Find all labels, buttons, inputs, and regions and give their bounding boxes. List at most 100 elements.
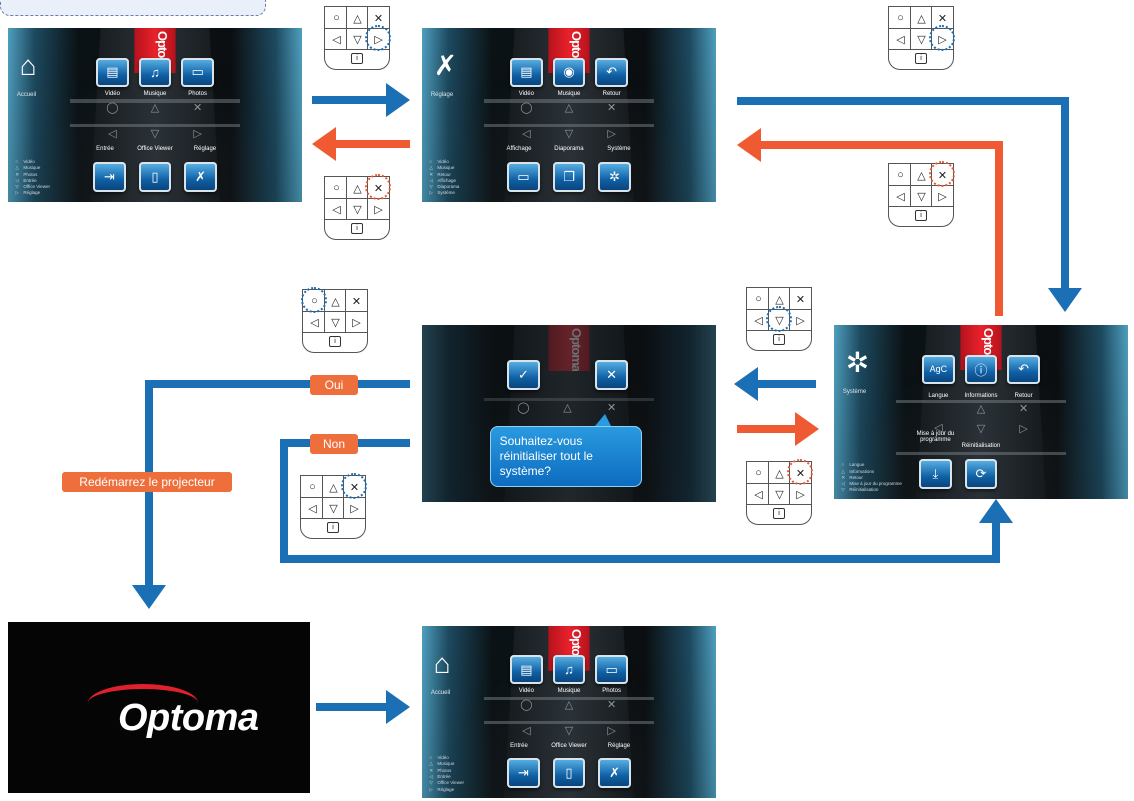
down-glyph: ▽	[564, 128, 574, 141]
music-tile[interactable]: ♫	[138, 57, 172, 88]
photos-tile[interactable]: ▭	[181, 57, 214, 88]
update-tile[interactable]: ⤓	[919, 458, 952, 489]
right-key[interactable]: ▷	[374, 203, 383, 216]
triangle-glyph: △	[564, 102, 574, 115]
circle-glyph: ◯	[520, 699, 533, 712]
office-tile[interactable]: ▯	[138, 161, 172, 192]
tile-label-slideshow: Diaporama	[554, 146, 584, 153]
reset-dialog-screen: Optoma ✓ ✕ ◯ △ ✕ Souhaitez-vous réinitia…	[422, 325, 716, 502]
system-tile[interactable]: ✲	[598, 161, 631, 192]
forward-arrow-shaft	[1061, 97, 1069, 289]
settings-tile[interactable]: ✗	[184, 161, 217, 192]
triangle-key[interactable]: △	[917, 12, 926, 25]
info-key[interactable]: i	[915, 53, 927, 64]
home-screen: Optoma ⌂ Accueil ▤ ♫ ▭ Vidéo Musique Pho…	[8, 28, 302, 202]
circle-key[interactable]: ○	[897, 169, 904, 181]
circle-key[interactable]: ○	[755, 293, 762, 305]
brand-strip: Optoma	[548, 325, 590, 372]
triangle-key[interactable]: △	[775, 467, 784, 480]
right-key[interactable]: ▷	[796, 314, 805, 327]
down-key[interactable]: ▽	[917, 33, 926, 46]
left-key[interactable]: ◁	[896, 33, 905, 46]
left-key[interactable]: ◁	[332, 203, 341, 216]
mode-label: Système	[842, 389, 867, 396]
right-key[interactable]: ▷	[352, 316, 361, 329]
down-key[interactable]: ▽	[329, 502, 338, 515]
triangle-key[interactable]: △	[353, 182, 362, 195]
info-key[interactable]: i	[327, 522, 339, 533]
right-key[interactable]: ▷	[350, 502, 359, 515]
left-key[interactable]: ◁	[308, 502, 317, 515]
office-tile[interactable]: ▯	[552, 758, 586, 788]
settings-tile[interactable]: ✗	[598, 758, 631, 788]
info-key[interactable]: i	[915, 210, 927, 221]
photos-tile[interactable]: ▭	[595, 655, 628, 685]
gears-icon: ✲	[845, 347, 870, 379]
right-key[interactable]: ▷	[796, 488, 805, 501]
tile-label-music: Musique	[143, 90, 167, 97]
triangle-key[interactable]: △	[331, 295, 340, 308]
circle-key[interactable]: ○	[333, 12, 340, 24]
info-key[interactable]: i	[773, 334, 785, 345]
back-tile[interactable]: ↶	[1007, 354, 1040, 385]
down-key[interactable]: ▽	[353, 33, 362, 46]
cancel-tile[interactable]: ✕	[595, 360, 628, 391]
home-screen-after-restart: Optoma ⌂ Accueil ▤ ♫ ▭ Vidéo Musique Pho…	[422, 626, 716, 798]
info-key[interactable]: i	[351, 223, 363, 234]
down-key[interactable]: ▽	[775, 488, 784, 501]
left-key[interactable]: ◁	[896, 190, 905, 203]
info-key[interactable]: i	[351, 53, 363, 64]
input-tile[interactable]: ⇥	[507, 758, 540, 788]
triangle-glyph: △	[976, 402, 986, 415]
circle-key[interactable]: ○	[333, 182, 340, 194]
tile-label-settings: Réglage	[607, 742, 631, 749]
speaker-icon: ◉	[563, 64, 575, 80]
reset-tile[interactable]: ⟳	[964, 458, 998, 489]
left-key[interactable]: ◁	[332, 33, 341, 46]
yes-label: Oui	[310, 375, 358, 395]
left-key[interactable]: ◁	[754, 314, 763, 327]
triangle-key[interactable]: △	[917, 169, 926, 182]
triangle-key[interactable]: △	[353, 12, 362, 25]
circle-key[interactable]: ○	[309, 481, 316, 493]
info-key[interactable]: i	[329, 336, 341, 347]
information-tile[interactable]: ⓘ	[964, 354, 998, 385]
circle-key[interactable]: ○	[755, 467, 762, 479]
forward-arrow-head	[386, 83, 410, 117]
down-key[interactable]: ▽	[353, 203, 362, 216]
triangle-key[interactable]: △	[329, 481, 338, 494]
info-key[interactable]: i	[773, 508, 785, 519]
cross-key[interactable]: ✕	[351, 295, 362, 308]
video-tile[interactable]: ▤	[510, 57, 543, 88]
triangle-key[interactable]: △	[775, 293, 784, 306]
video-tile[interactable]: ▤	[510, 655, 543, 685]
yes-path-arrow-head	[132, 585, 166, 609]
settings-screen: Optoma ✗ Réglage ▤ ◉ ↶ Vidéo Musique Ret…	[422, 28, 716, 202]
circle-key[interactable]: ○	[897, 12, 904, 24]
left-key[interactable]: ◁	[310, 316, 319, 329]
cross-key[interactable]: ✕	[937, 12, 948, 25]
back-tile[interactable]: ↶	[595, 57, 628, 88]
down-key[interactable]: ▽	[331, 316, 340, 329]
down-key[interactable]: ▽	[917, 190, 926, 203]
slideshow-tile[interactable]: ❐	[552, 161, 586, 192]
video-tile[interactable]: ▤	[96, 57, 129, 88]
language-tile[interactable]: AgC	[922, 354, 955, 385]
picture-icon: ▭	[605, 661, 618, 677]
confirm-tile[interactable]: ✓	[507, 360, 540, 391]
legend: Vidéo Musique Photos Entrée Office Viewe…	[429, 755, 464, 793]
input-tile[interactable]: ⇥	[93, 161, 126, 192]
cross-key[interactable]: ✕	[373, 12, 384, 25]
display-tile[interactable]: ▭	[507, 161, 540, 192]
cross-key[interactable]: ✕	[795, 293, 806, 306]
left-key[interactable]: ◁	[754, 488, 763, 501]
music-tile[interactable]: ◉	[552, 57, 586, 88]
tools-icon: ✗	[609, 765, 620, 781]
music-tile[interactable]: ♫	[552, 655, 586, 685]
right-key[interactable]: ▷	[938, 190, 947, 203]
highlight-ring	[365, 25, 391, 51]
mode-label: Accueil	[16, 92, 37, 99]
remote-keypad: ○△✕◁▽▷i	[324, 6, 391, 70]
input-icon: ⇥	[517, 765, 529, 781]
remote-keypad: ○△✕◁▽▷i	[888, 161, 955, 227]
